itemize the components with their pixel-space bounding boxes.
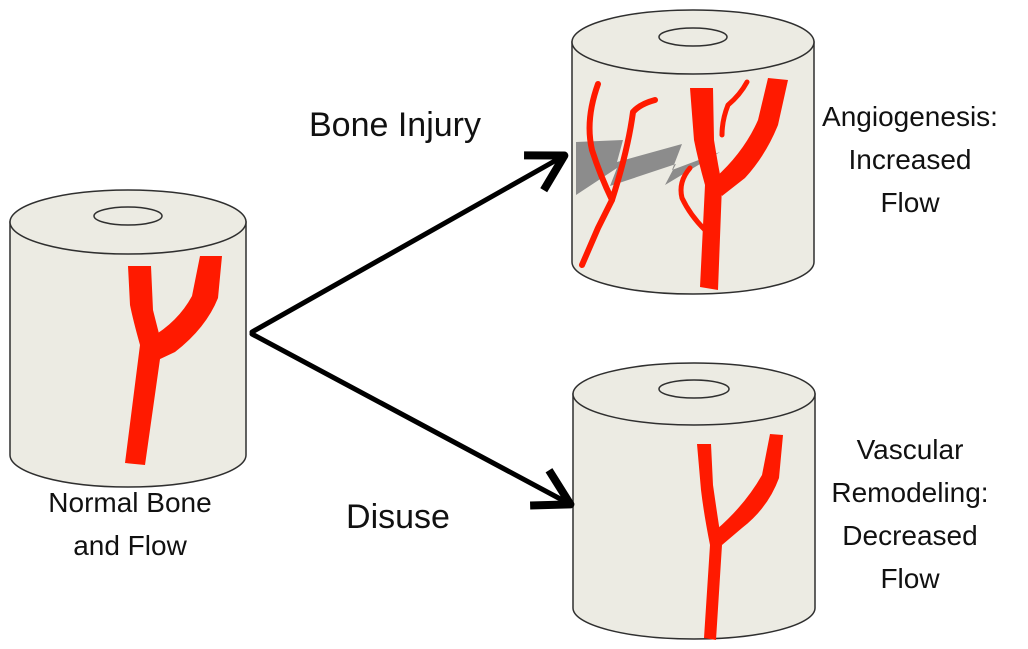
label-normal-bone: Normal Bone and Flow xyxy=(20,481,240,567)
label-remodel-line-2: Remodeling: xyxy=(812,471,1008,514)
label-angio-line-2: Increased xyxy=(812,138,1008,181)
label-normal-line-1: Normal Bone xyxy=(20,481,240,524)
label-disuse: Disuse xyxy=(318,496,478,539)
bone-disuse-body xyxy=(573,394,815,639)
bone-disuse xyxy=(573,363,815,640)
bone-normal xyxy=(10,190,246,487)
arrows xyxy=(252,158,566,502)
label-angio-line-3: Flow xyxy=(812,181,1008,224)
label-vascular-remodeling: Vascular Remodeling: Decreased Flow xyxy=(812,428,1008,600)
label-remodel-line-4: Flow xyxy=(812,557,1008,600)
label-bone-injury: Bone Injury xyxy=(275,104,515,147)
label-angiogenesis: Angiogenesis: Increased Flow xyxy=(812,95,1008,224)
label-angio-line-1: Angiogenesis: xyxy=(812,95,1008,138)
label-normal-line-2: and Flow xyxy=(20,524,240,567)
arrow-to-disuse xyxy=(252,334,566,502)
bone-injury xyxy=(572,10,814,294)
arrow-to-injury xyxy=(252,158,560,332)
bone-disuse-canal xyxy=(659,380,729,398)
label-remodel-line-1: Vascular xyxy=(812,428,1008,471)
bone-injury-canal xyxy=(659,28,727,46)
bone-normal-canal xyxy=(94,207,162,225)
label-remodel-line-3: Decreased xyxy=(812,514,1008,557)
